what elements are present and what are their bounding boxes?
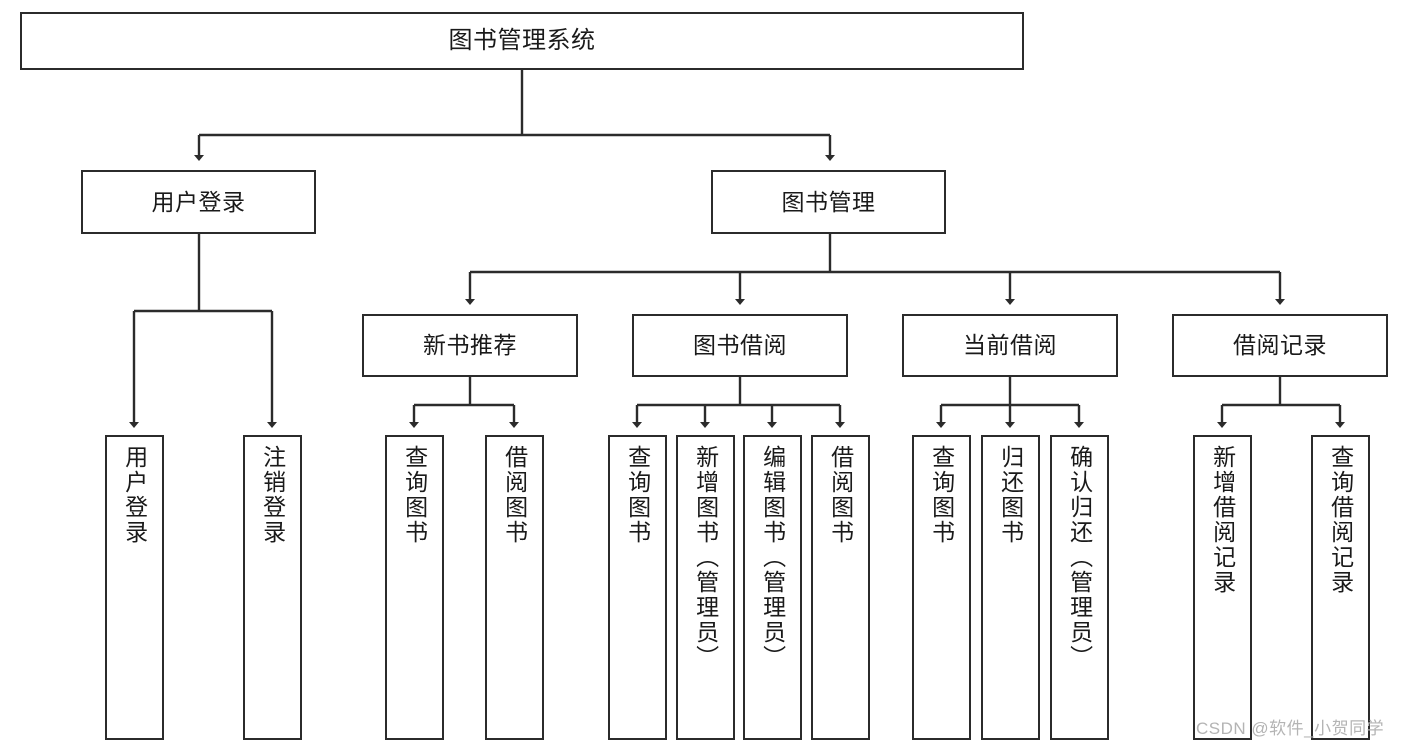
leaf-user-login-signin[interactable]: 用户登录 — [105, 435, 164, 740]
node-borrow-record[interactable]: 借阅记录 — [1172, 314, 1388, 377]
node-label: 用户登录 — [121, 445, 148, 545]
node-label: 注销登录 — [259, 445, 286, 545]
node-label: 查询图书 — [928, 445, 955, 545]
leaf-new-book-borrow[interactable]: 借阅图书 — [485, 435, 544, 740]
node-label: 编辑图书（管理员） — [759, 445, 786, 670]
node-new-book-recommend[interactable]: 新书推荐 — [362, 314, 578, 377]
node-label: 借阅图书 — [827, 445, 854, 545]
node-label: 查询图书 — [401, 445, 428, 545]
leaf-current-confirm-return-admin[interactable]: 确认归还（管理员） — [1050, 435, 1109, 740]
node-book-management[interactable]: 图书管理 — [711, 170, 946, 234]
node-current-borrow[interactable]: 当前借阅 — [902, 314, 1118, 377]
leaf-borrow-query-book[interactable]: 查询图书 — [608, 435, 667, 740]
csdn-watermark: CSDN @软件_小贺同学 — [1196, 719, 1385, 738]
node-user-login[interactable]: 用户登录 — [81, 170, 316, 234]
leaf-borrow-add-book-admin[interactable]: 新增图书（管理员） — [676, 435, 735, 740]
node-label: 借阅图书 — [501, 445, 528, 545]
leaf-record-query[interactable]: 查询借阅记录 — [1311, 435, 1370, 740]
node-label: 当前借阅 — [963, 332, 1057, 358]
node-label: 图书借阅 — [693, 332, 787, 358]
node-label: 归还图书 — [997, 445, 1024, 545]
node-label: 新书推荐 — [423, 332, 517, 358]
node-book-borrow[interactable]: 图书借阅 — [632, 314, 848, 377]
leaf-current-query-book[interactable]: 查询图书 — [912, 435, 971, 740]
node-label: 用户登录 — [151, 188, 246, 215]
leaf-user-login-signout[interactable]: 注销登录 — [243, 435, 302, 740]
node-root-system[interactable]: 图书管理系统 — [20, 12, 1024, 70]
node-label: 借阅记录 — [1233, 332, 1327, 358]
leaf-record-add[interactable]: 新增借阅记录 — [1193, 435, 1252, 740]
leaf-current-return-book[interactable]: 归还图书 — [981, 435, 1040, 740]
node-label: 查询借阅记录 — [1327, 445, 1354, 595]
leaf-borrow-borrow-book[interactable]: 借阅图书 — [811, 435, 870, 740]
node-label: 图书管理系统 — [448, 27, 596, 54]
node-label: 新增图书（管理员） — [692, 445, 719, 670]
leaf-borrow-edit-book-admin[interactable]: 编辑图书（管理员） — [743, 435, 802, 740]
node-label: 查询图书 — [624, 445, 651, 545]
node-label: 图书管理 — [781, 188, 876, 215]
node-label: 新增借阅记录 — [1209, 445, 1236, 595]
leaf-new-book-query[interactable]: 查询图书 — [385, 435, 444, 740]
node-label: 确认归还（管理员） — [1066, 445, 1093, 670]
